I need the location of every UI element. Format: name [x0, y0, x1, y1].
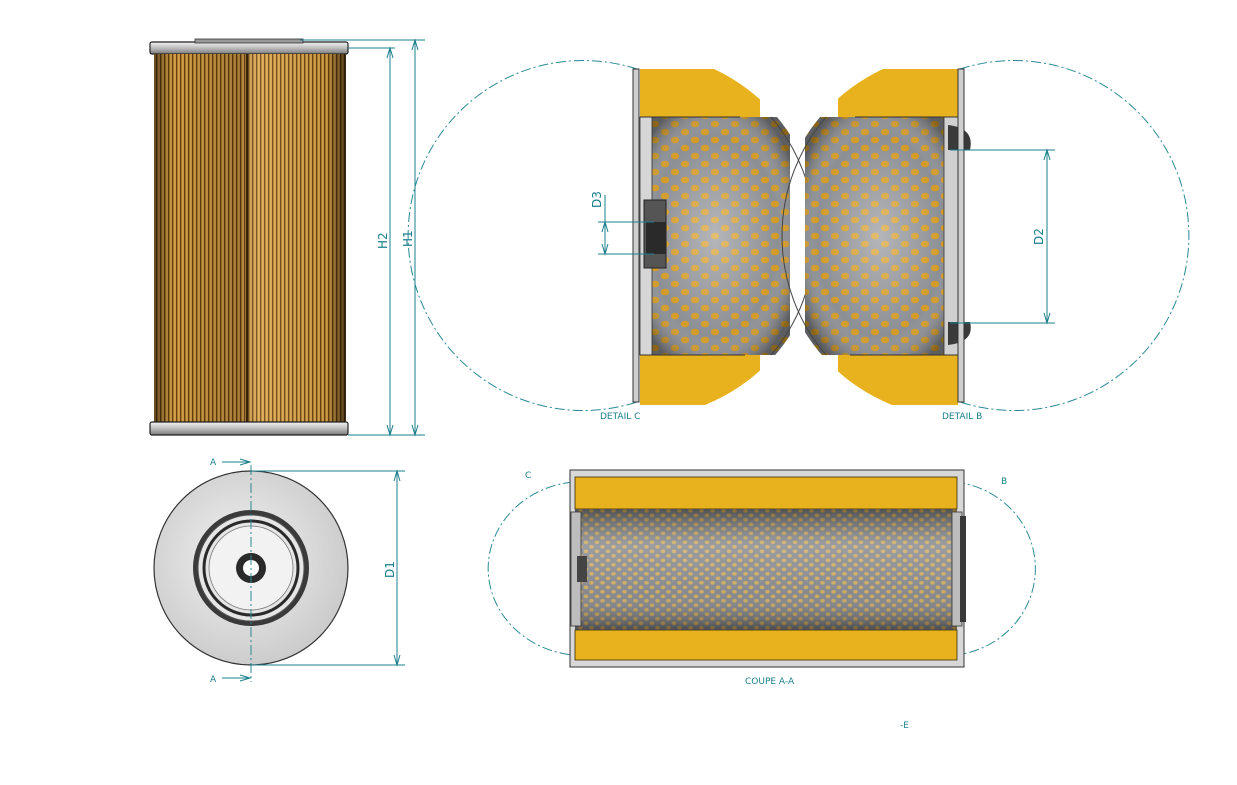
detail-b-wall — [957, 68, 965, 403]
coupe-caption: COUPE A-A — [745, 677, 795, 687]
callout-b: B — [1001, 477, 1007, 487]
d1-dimension: D1 — [251, 469, 405, 667]
section-a-a — [487, 469, 1036, 668]
h2-label: H2 — [376, 232, 390, 249]
bottom-endcap — [149, 421, 349, 436]
front-view — [149, 38, 349, 436]
d3-dimension: D3 — [590, 191, 654, 256]
detail-c-wall — [632, 68, 640, 403]
d2-label: D2 — [1032, 228, 1046, 245]
top-endcap-lip — [194, 38, 304, 44]
corner-mark: -E — [900, 721, 909, 731]
d2-dimension: D2 — [950, 148, 1055, 325]
callout-c: C — [525, 471, 531, 481]
detail-c-caption: DETAIL C — [600, 412, 640, 422]
section-media-top — [574, 476, 958, 510]
detail-c — [407, 60, 816, 411]
detail-b — [781, 60, 1190, 411]
d3-label: D3 — [590, 191, 604, 208]
section-media-bottom — [574, 629, 958, 661]
top-endcap — [149, 41, 349, 55]
pleated-media-shading — [154, 54, 346, 422]
section-marker-top: A — [210, 458, 217, 468]
section-marker-bottom: A — [210, 675, 217, 685]
end-view — [153, 465, 349, 682]
section-markers: A A — [210, 458, 252, 685]
detail-b-caption: DETAIL B — [942, 412, 982, 422]
d1-label: D1 — [383, 561, 397, 578]
